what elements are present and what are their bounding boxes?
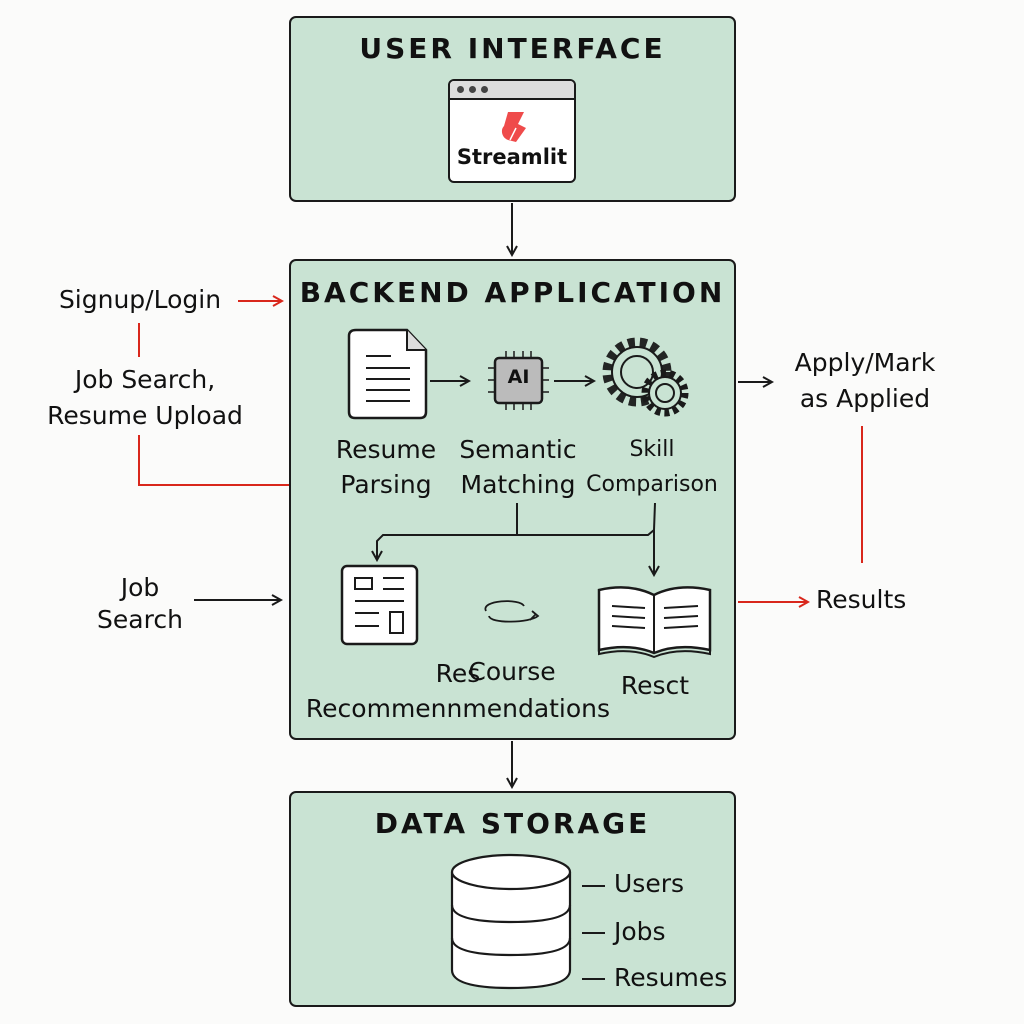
- results-label: Results: [816, 585, 907, 614]
- window-dot-icon: [469, 86, 476, 93]
- ai-chip-label: AI: [507, 366, 530, 388]
- backend-application-title: BACKEND APPLICATION: [299, 276, 726, 309]
- storage-users-label: Users: [614, 869, 685, 898]
- storage-jobs-label: Jobs: [614, 917, 666, 946]
- job-search-label: Job Search: [97, 573, 183, 634]
- streamlit-app-window: Streamlit: [448, 79, 576, 183]
- course-label: Course: [468, 657, 556, 686]
- user-interface-title: USER INTERFACE: [359, 32, 666, 65]
- upload-connector-line: [138, 435, 289, 486]
- signup-login-label: Signup/Login: [58, 285, 222, 314]
- res-recommendations-label: Res Recommennmendations: [305, 659, 611, 723]
- window-dot-icon: [481, 86, 488, 93]
- streamlit-logo-icon: [501, 112, 526, 142]
- resct-label: Resct: [620, 671, 690, 700]
- window-dot-icon: [457, 86, 464, 93]
- resume-parsing-label: Resume Parsing: [335, 435, 437, 499]
- apply-mark-applied-label: Apply/Mark as Applied: [794, 348, 936, 413]
- storage-resumes-label: Resumes: [614, 963, 728, 992]
- backend-application-box: BACKEND APPLICATION: [289, 259, 736, 740]
- streamlit-label: Streamlit: [456, 145, 568, 169]
- data-storage-title: DATA STORAGE: [374, 807, 651, 840]
- job-search-resume-upload-label: Job Search, Resume Upload: [47, 365, 243, 430]
- skill-comparison-label: Skill Comparison: [586, 437, 718, 497]
- browser-title-bar: [450, 81, 574, 100]
- semantic-matching-label: Semantic Matching: [459, 435, 577, 499]
